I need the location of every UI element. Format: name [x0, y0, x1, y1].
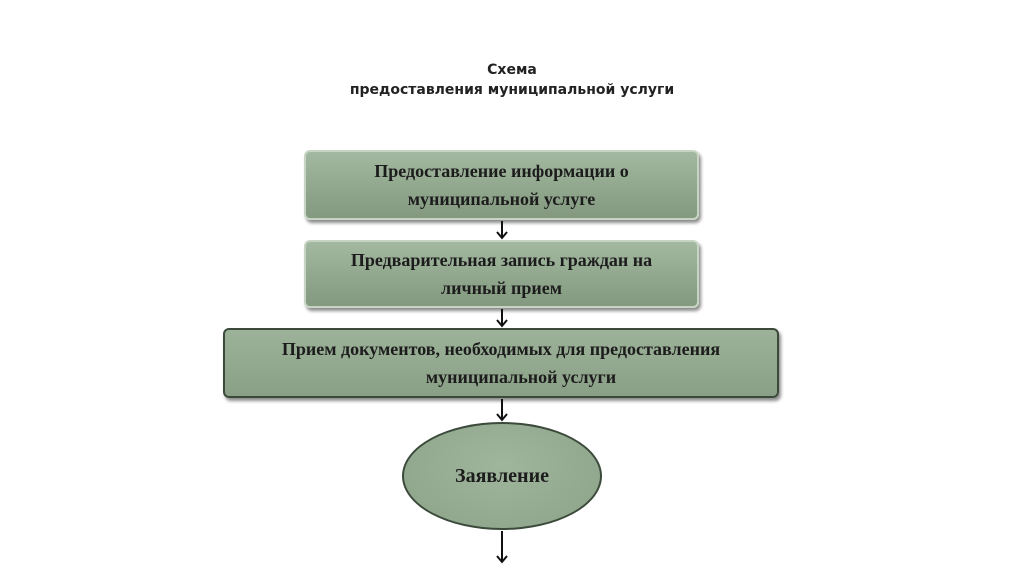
arrow-1-head	[496, 231, 508, 240]
step-box-appointment-line2: личный прием	[441, 278, 562, 298]
step-box-information: Предоставление информации о муниципально…	[304, 150, 699, 220]
final-step-ellipse: Заявление	[402, 422, 602, 530]
step-box-information-line2: муниципальной услуге	[407, 189, 596, 209]
arrow-3-head	[496, 413, 508, 422]
diagram-title-line1: Схема	[487, 62, 537, 78]
step-box-appointment-line1: Предварительная запись граждан на	[350, 250, 653, 270]
diagram-title-line2: предоставления муниципальной услуги	[349, 82, 675, 98]
step-box-documents-line1: Прием документов, необходимых для предос…	[281, 339, 721, 359]
arrow-2-head	[496, 319, 508, 328]
step-box-appointment: Предварительная запись граждан на личный…	[304, 240, 699, 308]
final-step-label: Заявление	[455, 464, 549, 487]
arrow-4-head	[496, 555, 508, 564]
step-box-documents: Прием документов, необходимых для предос…	[223, 328, 779, 398]
step-box-documents-line2: муниципальной услуги	[425, 367, 617, 387]
step-box-information-line1: Предоставление информации о	[374, 161, 629, 181]
